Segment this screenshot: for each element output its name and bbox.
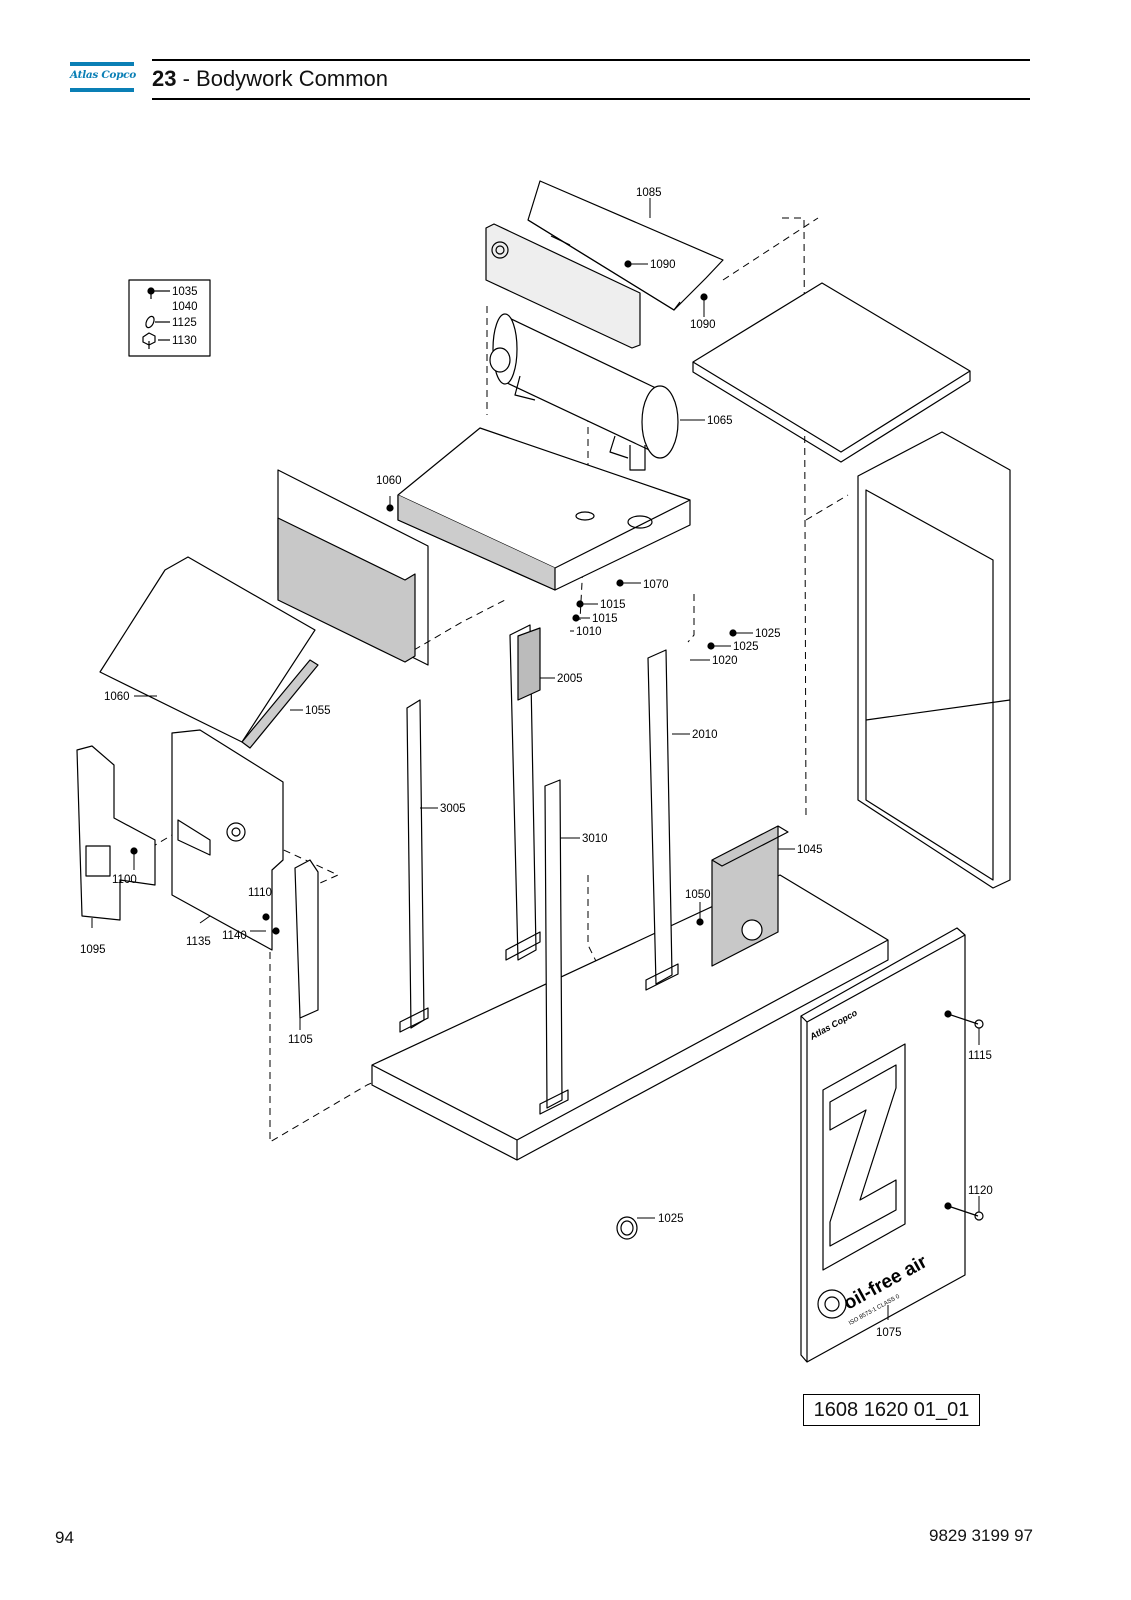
callout-1025: 1025 <box>755 628 781 640</box>
chapter-number: 23 <box>152 66 177 91</box>
callout-1105: 1105 <box>288 1034 313 1046</box>
callout-1055: 1055 <box>305 705 331 717</box>
legend-label-1125: 1125 <box>172 317 197 329</box>
part-1095-duct <box>76 745 156 921</box>
callout-1090: 1090 <box>650 259 676 271</box>
callout-1060: 1060 <box>104 691 130 703</box>
part-1025-clamp <box>616 1216 638 1240</box>
part-3005-post <box>406 699 425 1029</box>
legend-label-1040: 1040 <box>172 301 198 313</box>
ring-icon <box>145 315 155 329</box>
callout-1090: 1090 <box>690 319 716 331</box>
callout-1015: 1015 <box>600 599 626 611</box>
part-roof-lid <box>692 282 971 453</box>
page-number: 94 <box>55 1528 74 1547</box>
atlas-copco-logo: Atlas Copco <box>70 62 136 94</box>
part-2005-post <box>509 624 537 961</box>
callout-1070: 1070 <box>643 579 669 591</box>
door-z-frame <box>822 1043 906 1271</box>
callout-2010: 2010 <box>692 729 718 741</box>
callout-1085: 1085 <box>636 187 662 199</box>
callout-2005: 2005 <box>557 673 583 685</box>
callout-1120: 1120 <box>968 1185 993 1197</box>
part-1135-plate <box>171 729 284 951</box>
page-title: 23 - Bodywork Common <box>152 66 388 92</box>
callout-1015: 1015 <box>592 613 618 625</box>
legend-box <box>128 279 211 357</box>
clip-icon <box>142 332 156 349</box>
callout-1045: 1045 <box>797 844 823 856</box>
part-base-frame <box>371 874 889 1161</box>
callout-1075: 1075 <box>876 1327 902 1339</box>
part-side-panel-right <box>857 431 1011 889</box>
callout-1115: 1115 <box>968 1050 992 1062</box>
figure-id-box: 1608 1620 01_01 <box>803 1394 980 1426</box>
callout-1110: 1110 <box>248 887 272 899</box>
header-rule-bottom <box>152 98 1030 100</box>
part-1075-front-door <box>800 927 966 1363</box>
callout-1140: 1140 <box>222 930 247 942</box>
header-rule-top <box>152 59 1030 61</box>
logo-text: Atlas Copco <box>70 69 136 81</box>
callout-1060: 1060 <box>376 475 402 487</box>
callout-1020: 1020 <box>712 655 738 667</box>
dashline-right <box>782 217 807 821</box>
callout-1095: 1095 <box>80 944 106 956</box>
callout-3005: 3005 <box>440 803 466 815</box>
callout-1100: 1100 <box>112 874 137 886</box>
callout-1065: 1065 <box>707 415 733 427</box>
chapter-title: - Bodywork Common <box>176 66 388 91</box>
part-1105-cover <box>294 859 319 1019</box>
part-3010-post <box>544 779 563 1109</box>
bolt-icon <box>147 287 155 295</box>
callout-1025: 1025 <box>658 1213 684 1225</box>
part-2010-post <box>647 649 673 985</box>
part-side-insulation <box>277 517 416 663</box>
document-number: 9829 3199 97 <box>929 1526 1033 1545</box>
legend-label-1035: 1035 <box>172 286 198 298</box>
callout-1135: 1135 <box>186 936 211 948</box>
legend-label-1130: 1130 <box>172 335 197 347</box>
callout-1050: 1050 <box>685 889 711 901</box>
callout-1010: 1010 <box>576 626 602 638</box>
callout-3010: 3010 <box>582 833 608 845</box>
part-back-plate <box>485 223 641 349</box>
callout-1025: 1025 <box>733 641 759 653</box>
